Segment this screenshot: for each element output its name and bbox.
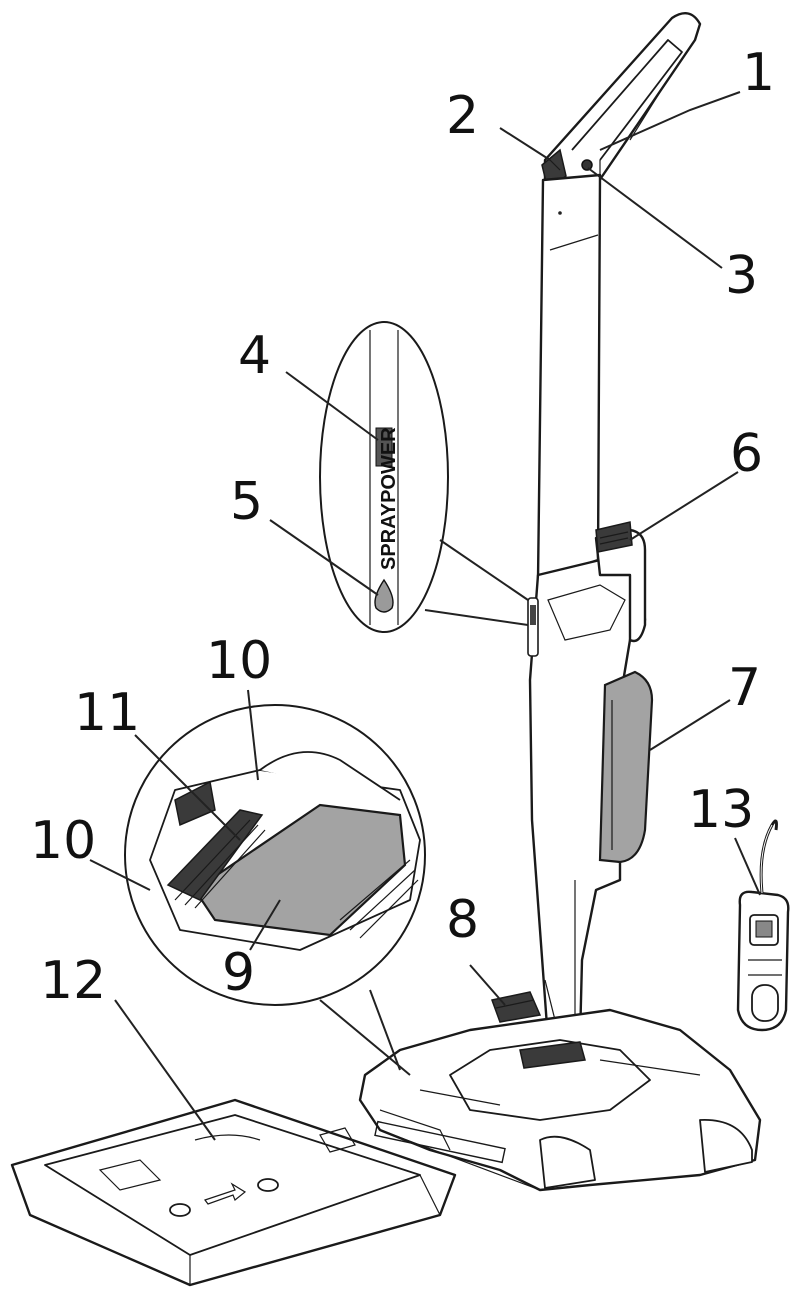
handle-grip — [543, 12, 702, 215]
callout-9: 9 — [222, 943, 255, 1003]
leader-lines — [89, 91, 761, 1141]
callout-1: 1 — [742, 43, 775, 103]
spraypower-label: SPRAYPOWER — [378, 427, 400, 570]
water-tank — [598, 670, 654, 864]
release-pedal — [490, 991, 542, 1023]
underside-zoom-inset — [124, 704, 426, 1076]
callout-11: 11 — [74, 683, 140, 743]
spray-pump-accessory — [736, 819, 790, 1032]
power-switch — [581, 159, 593, 171]
callout-6: 6 — [730, 424, 763, 484]
callout-13: 13 — [688, 780, 754, 840]
callout-12: 12 — [40, 951, 106, 1011]
carry-handle — [594, 521, 647, 643]
callout-7: 7 — [728, 658, 761, 718]
callout-8: 8 — [446, 890, 479, 950]
callout-2: 2 — [446, 86, 479, 146]
storage-tray — [10, 1098, 457, 1287]
callout-5: 5 — [230, 472, 263, 532]
floor-head — [358, 1008, 762, 1192]
spraypower-indicator — [527, 597, 539, 657]
callout-3: 3 — [725, 246, 758, 306]
spraypower-zoom-inset: SPRAYPOWER — [319, 321, 529, 633]
upper-tube — [536, 173, 602, 582]
callout-10a: 10 — [206, 631, 272, 691]
callout-10b: 10 — [30, 811, 96, 871]
callout-4: 4 — [238, 326, 271, 386]
